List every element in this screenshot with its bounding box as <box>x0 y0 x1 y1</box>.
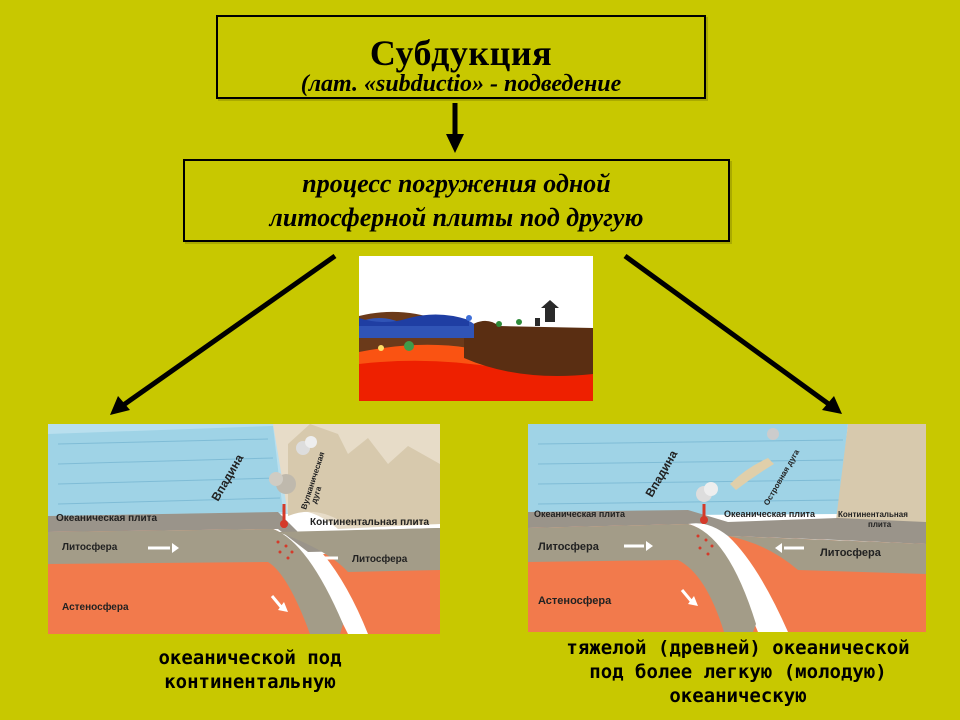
label-oceanic-plate-left: Океаническая плита <box>534 509 626 519</box>
caption-right-line-3: океаническую <box>669 685 807 707</box>
down-arrow-icon <box>446 103 464 153</box>
label-oceanic-plate-right: Океаническая плита <box>724 509 816 519</box>
right-diagonal-arrow-icon <box>623 253 842 414</box>
caption-left-line-2: континентальную <box>164 671 336 693</box>
label-asthenosphere-right: Астеносфера <box>538 595 612 607</box>
caption-left: океанической под континентальную <box>70 646 430 694</box>
label-asthenosphere: Астеносфера <box>62 601 129 613</box>
label-lithosphere-left: Литосфера <box>62 541 118 553</box>
caption-left-line-1: океанической под <box>158 647 342 669</box>
caption-right-line-2: под более легкую (молодую) <box>589 661 887 683</box>
label-oceanic-plate: Океаническая плита <box>56 513 158 524</box>
title-box: Субдукция (лат. «subductio» - подведение <box>216 15 706 99</box>
caption-right: тяжелой (древней) океанической под более… <box>528 636 948 708</box>
left-diagonal-arrow-icon <box>110 253 337 415</box>
definition-line-1: процесс погружения одной <box>302 169 611 198</box>
oceanic-oceanic-diagram: Впадина Островная дуга Океаническая плит… <box>528 424 926 632</box>
label-continental-plate-2: плита <box>868 520 892 529</box>
definition-text: процесс погружения одной литосферной пли… <box>185 167 728 235</box>
label-lithosphere-left-right-diagram: Литосфера <box>538 541 600 553</box>
label-lithosphere-right-right-diagram: Литосфера <box>820 547 882 559</box>
label-lithosphere-right: Литосфера <box>352 553 408 565</box>
page-title: Субдукция <box>369 33 553 73</box>
subduction-illustration <box>359 256 593 401</box>
label-continental-plate-1: Континентальная <box>838 510 908 519</box>
oceanic-continental-diagram: Впадина Вулканическая дуга Океаническая … <box>48 424 440 634</box>
label-continental-plate: Континентальная плита <box>310 517 430 528</box>
definition-box: процесс погружения одной литосферной пли… <box>183 159 730 242</box>
title-subtitle: (лат. «subductio» - подведение <box>300 71 622 97</box>
definition-line-2: литосферной плиты под другую <box>269 203 644 232</box>
caption-right-line-1: тяжелой (древней) океанической <box>566 637 910 659</box>
